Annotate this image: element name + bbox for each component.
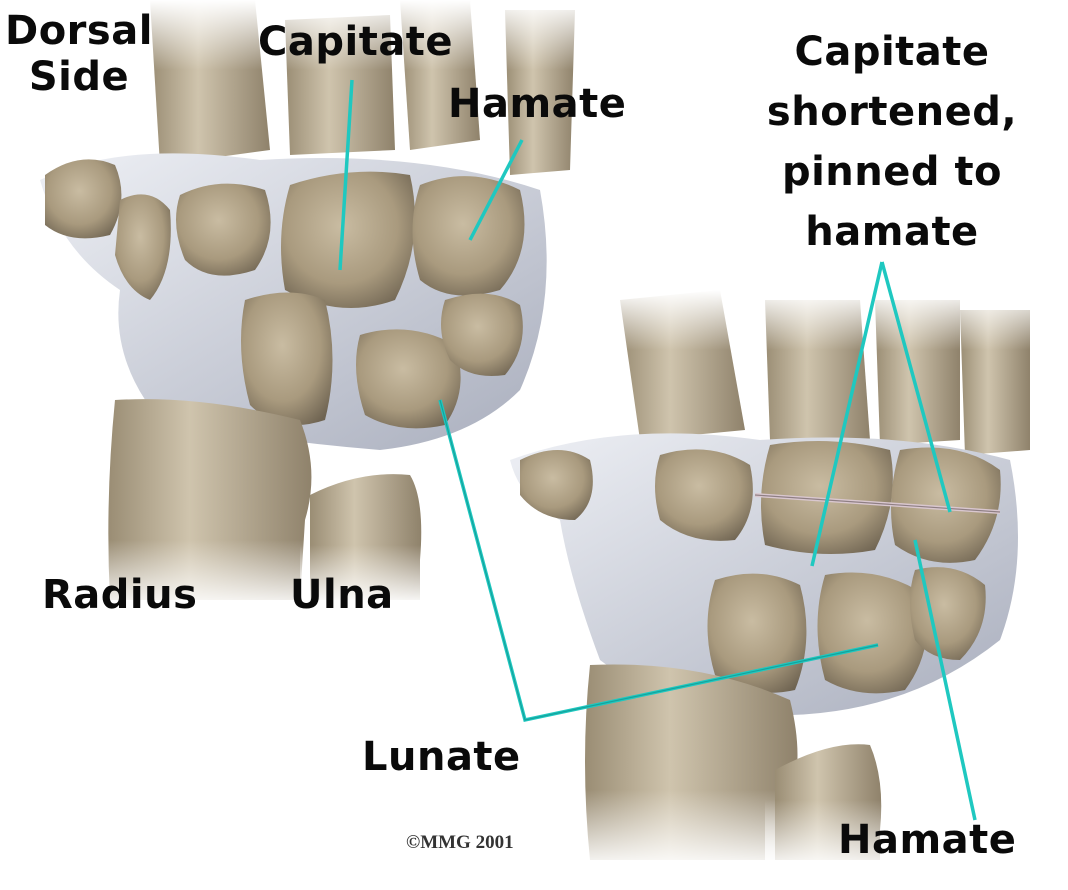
lunate-label: Lunate	[362, 734, 521, 780]
dorsal-side-label: Dorsal Side	[5, 8, 153, 100]
hamate-top-label: Hamate	[448, 81, 627, 127]
dorsal-side-line2: Side	[28, 54, 130, 100]
capitate-leader-left	[338, 79, 354, 271]
hamate-leader-top	[468, 139, 524, 241]
left-wrist	[40, 0, 590, 610]
procedure-line1: Capitate	[794, 29, 990, 75]
radius-label: Radius	[42, 572, 198, 618]
capitate-label: Capitate	[258, 19, 454, 65]
procedure-line3: pinned to	[781, 149, 1003, 195]
procedure-leader-a	[810, 261, 884, 567]
hamate-bottom-label: Hamate	[838, 817, 1017, 863]
right-wrist	[510, 290, 1040, 870]
hamate-leader-bottom	[913, 539, 977, 821]
ulna-label: Ulna	[290, 572, 394, 618]
dorsal-side-line1: Dorsal	[5, 8, 153, 54]
procedure-leader-b	[880, 261, 952, 513]
procedure-line2: shortened,	[766, 89, 1018, 135]
procedure-label: Capitate shortened, pinned to hamate	[742, 22, 1042, 262]
procedure-line4: hamate	[805, 209, 979, 255]
copyright-notice: ©MMG 2001	[406, 832, 514, 853]
